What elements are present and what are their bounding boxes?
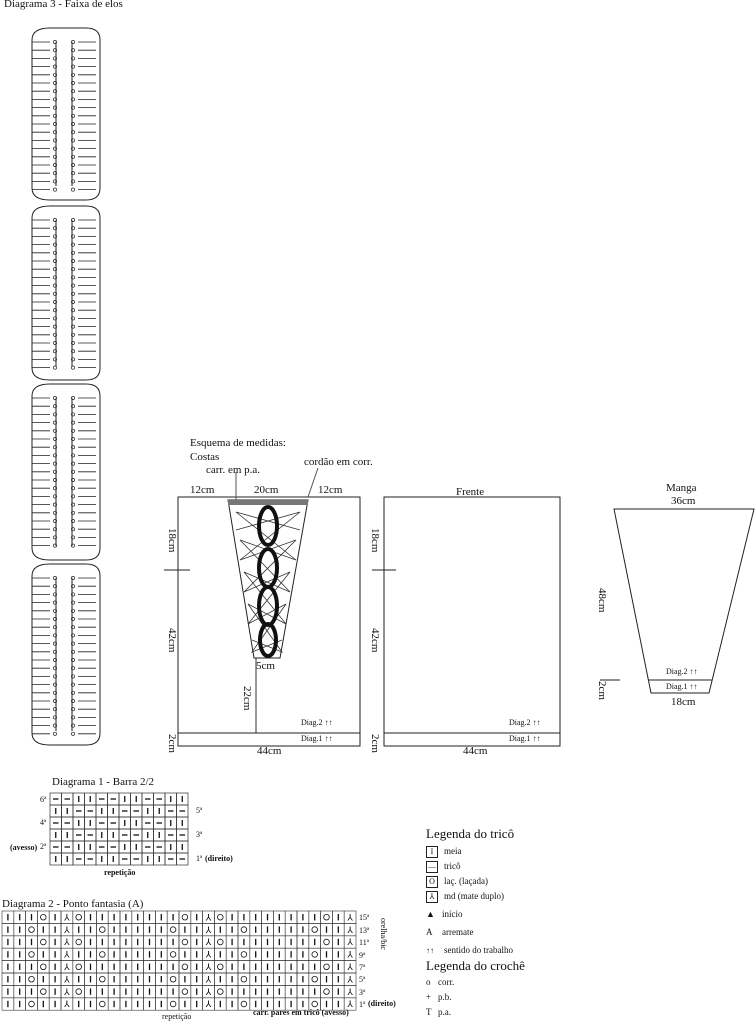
back-top-left: 12cm	[190, 484, 215, 496]
sleeve-title: Manga	[666, 482, 697, 494]
d2-row-1: 1ª	[359, 1000, 366, 1009]
diagram3-title: Diagrama 3 - Faixa de elos	[4, 0, 123, 10]
svg-text:⅄: ⅄	[63, 999, 70, 1009]
d2-row-15: 15ª	[359, 913, 370, 922]
d2-note: carr. pares em tricô (avesso)	[253, 1008, 349, 1017]
svg-text:⅄: ⅄	[346, 962, 353, 972]
legend-item-pb: +p.b.	[426, 992, 452, 1002]
svg-text:⅄: ⅄	[205, 912, 212, 922]
svg-text:⅄: ⅄	[346, 937, 353, 947]
svg-text:⅄: ⅄	[205, 937, 212, 947]
scheme-back-label: Costas	[190, 451, 220, 463]
front-diag1: Diag.1 ↑↑	[509, 734, 541, 743]
svg-text:⅄: ⅄	[63, 987, 70, 997]
diagram1-direito: (direito)	[205, 854, 233, 863]
svg-text:⅄: ⅄	[63, 912, 70, 922]
scheme-carr-label: carr. em p.a.	[206, 464, 261, 476]
d2-row-7: 7ª	[359, 963, 366, 972]
sleeve-top: 36cm	[671, 495, 696, 507]
front-diag2: Diag.2 ↑↑	[509, 718, 541, 727]
diagram1-row2: 2ª	[40, 842, 47, 851]
svg-text:⅄: ⅄	[205, 925, 212, 935]
diagram1-row4: 4ª	[40, 818, 47, 827]
svg-text:⅄: ⅄	[346, 999, 353, 1009]
legend-item-md: ⅄md (mate duplo)	[426, 891, 513, 909]
svg-text:⅄: ⅄	[63, 974, 70, 984]
meia-icon: I	[426, 846, 438, 858]
back-diag2: Diag.2 ↑↑	[301, 718, 333, 727]
svg-text:⅄: ⅄	[63, 962, 70, 972]
diagram1-row3: 3ª	[196, 830, 203, 839]
front-title: Frente	[456, 486, 485, 498]
legend-knit-title: Legenda do tricô	[426, 826, 515, 841]
sentido-icon: ↑↑	[426, 946, 434, 955]
legend-item-inicio: ▲início	[426, 909, 463, 919]
lacada-icon: O	[426, 876, 438, 888]
svg-text:⅄: ⅄	[346, 974, 353, 984]
sleeve-bottom: 18cm	[671, 696, 696, 708]
back-neck-bottom: 5cm	[256, 660, 275, 672]
d2-row-5: 5ª	[359, 975, 366, 984]
ponto-alto-icon: T	[426, 1007, 432, 1017]
svg-text:⅄: ⅄	[205, 987, 212, 997]
legend-item-sentido: ↑↑sentido do trabalho	[426, 945, 513, 955]
diagram1-avesso: (avesso)	[10, 843, 38, 852]
svg-text:⅄: ⅄	[346, 950, 353, 960]
diagram3-chain-strip	[31, 27, 101, 746]
back-diag1: Diag.1 ↑↑	[301, 734, 333, 743]
d2-row-9: 9ª	[359, 951, 366, 960]
svg-text:⅄: ⅄	[205, 999, 212, 1009]
d2-direito: (direito)	[368, 999, 396, 1008]
svg-text:⅄: ⅄	[63, 937, 70, 947]
d2-repeat: repetição	[162, 1012, 192, 1021]
d2-row-11: 11ª	[359, 938, 369, 947]
diagram1-repeat: repetição	[104, 868, 136, 877]
mate-duplo-icon: ⅄	[426, 891, 438, 903]
svg-text:⅄: ⅄	[346, 987, 353, 997]
d2-row-3: 3ª	[359, 988, 366, 997]
back-bottom: 44cm	[257, 745, 282, 757]
diagram1-row6: 6ª	[40, 795, 47, 804]
ponto-baixo-icon: +	[426, 992, 432, 1002]
back-top-center: 20cm	[254, 484, 279, 496]
trico-icon: —	[426, 861, 438, 873]
svg-text:⅄: ⅄	[205, 974, 212, 984]
d2-row-13: 13ª	[359, 926, 370, 935]
legend-crochet-title: Legenda do crochê	[426, 958, 525, 973]
diagram1-row5: 5ª	[196, 806, 203, 815]
corrente-icon: o	[426, 977, 431, 987]
svg-text:⅄: ⅄	[346, 912, 353, 922]
sleeve-diag1: Diag.1 ↑↑	[666, 682, 698, 691]
arremate-icon: A	[426, 927, 433, 937]
legend-item-trico: —tricô	[426, 861, 461, 873]
svg-text:⅄: ⅄	[63, 925, 70, 935]
diagram2-title: Diagrama 2 - Ponto fantasia (A)	[2, 898, 144, 910]
diagram2-grid: ⅄ ⅄ ⅄ ⅄ ⅄ ⅄ ⅄ ⅄ ⅄ ⅄ ⅄ ⅄ ⅄ ⅄ ⅄ ⅄ ⅄ ⅄ ⅄ ⅄ ⅄ ⅄ ⅄ ⅄	[1, 910, 357, 1011]
scheme-cord-label: cordão em corr.	[304, 456, 373, 468]
svg-text:⅄: ⅄	[346, 925, 353, 935]
d2-side-label: orelha/bic	[379, 918, 388, 950]
diagram1-grid	[49, 792, 189, 866]
scheme-title: Esquema de medidas:	[190, 437, 286, 449]
sleeve-diag2: Diag.2 ↑↑	[666, 667, 698, 676]
diagram1-row1: 1ª	[196, 854, 203, 863]
diagram1-title: Diagrama 1 - Barra 2/2	[52, 776, 155, 788]
svg-text:⅄: ⅄	[205, 950, 212, 960]
back-top-right: 12cm	[318, 484, 343, 496]
svg-text:⅄: ⅄	[205, 962, 212, 972]
inicio-icon: ▲	[426, 909, 435, 919]
svg-text:⅄: ⅄	[63, 950, 70, 960]
front-bottom: 44cm	[463, 745, 488, 757]
